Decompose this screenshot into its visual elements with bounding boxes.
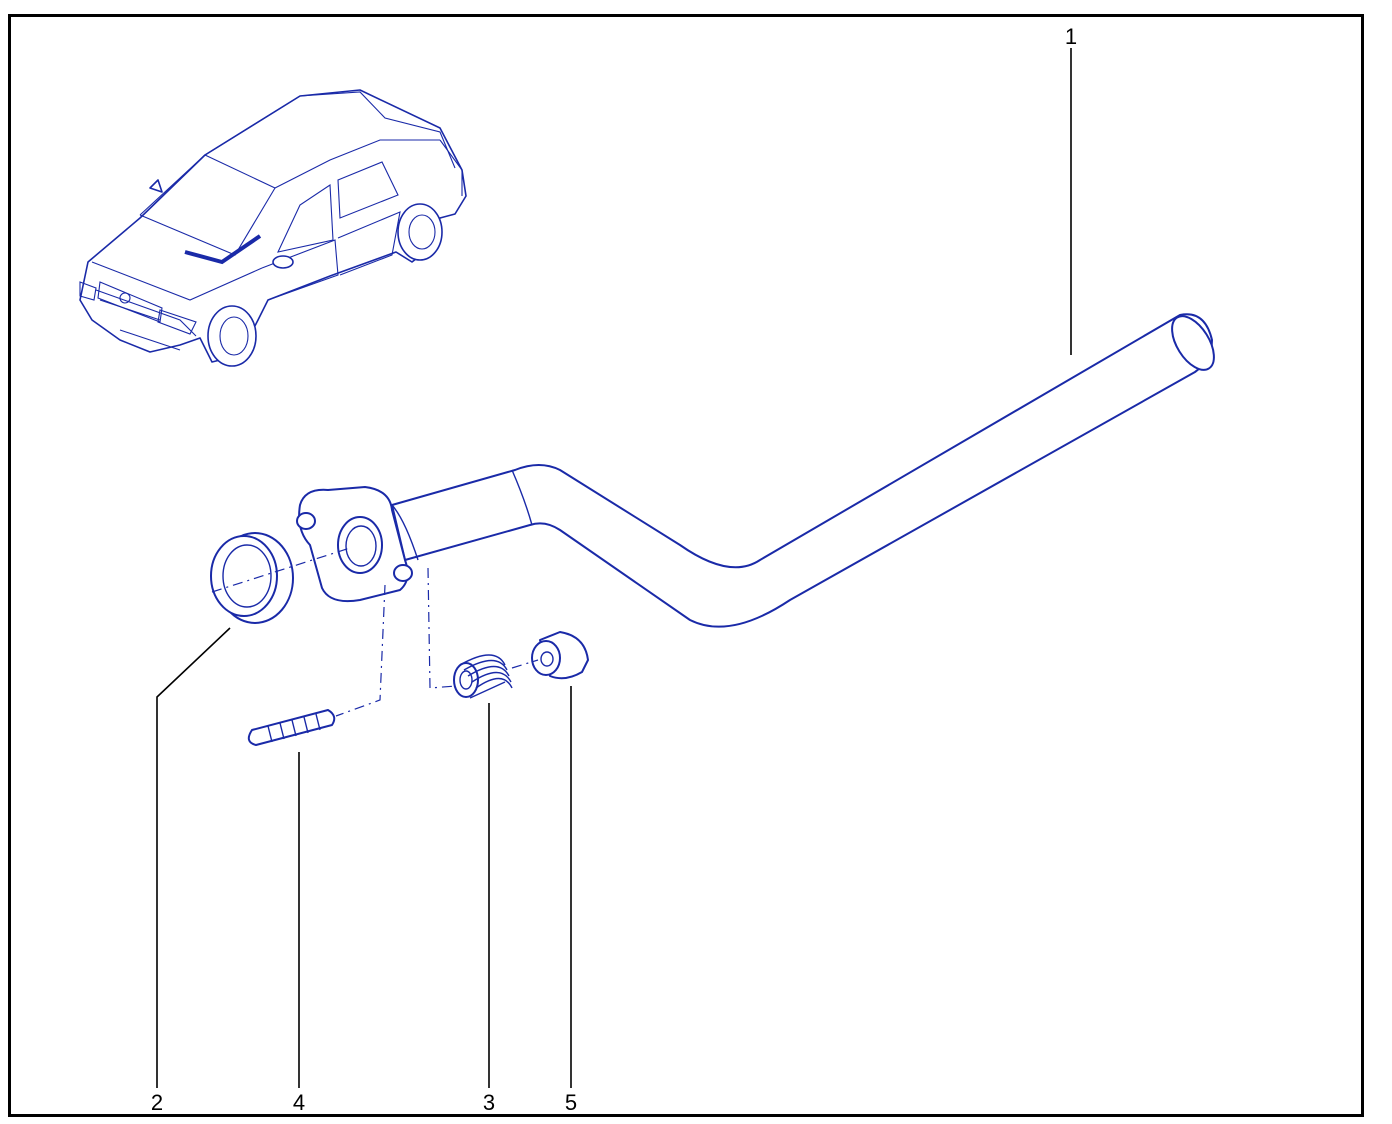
seal-ring	[210, 532, 294, 624]
leader-lines	[156, 48, 1072, 1088]
stud	[247, 709, 336, 746]
spring	[453, 654, 513, 699]
callout-4: 4	[293, 1090, 305, 1115]
callout-3: 3	[483, 1090, 495, 1115]
callout-1: 1	[1065, 24, 1077, 49]
callout-5: 5	[565, 1090, 577, 1115]
exhaust-pipe	[296, 313, 1215, 628]
assembly-lines	[211, 547, 539, 717]
callout-2: 2	[151, 1090, 163, 1115]
car-illustration	[79, 89, 467, 367]
nut	[531, 631, 589, 680]
